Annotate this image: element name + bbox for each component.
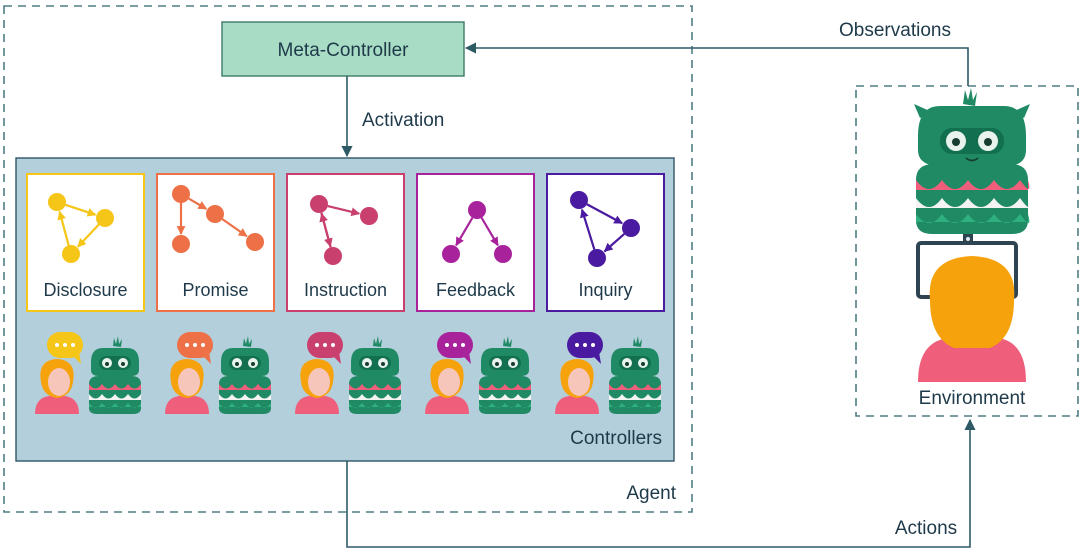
activation-label: Activation <box>362 110 444 131</box>
graph-edge <box>480 217 499 247</box>
speech-bubble-icon <box>47 332 83 364</box>
graph-icon <box>442 201 512 263</box>
graph-node <box>62 245 80 263</box>
graph-edge <box>603 233 625 253</box>
human-icon <box>35 359 79 414</box>
graph-edge <box>327 205 361 217</box>
graph-node <box>96 209 114 227</box>
speech-bubble-icon <box>177 332 213 364</box>
environment-label: Environment <box>919 388 1026 409</box>
graph-edge <box>77 223 100 248</box>
graph-node <box>468 201 486 219</box>
character-pair-promise <box>165 332 271 414</box>
meta-controller-box <box>221 21 465 77</box>
controller-card-disclosure: Disclosure <box>26 173 145 312</box>
controller-card-promise: Promise <box>156 173 275 312</box>
controller-card-label: Feedback <box>436 280 516 300</box>
graph-node <box>206 205 224 223</box>
character-pair-inquiry <box>555 332 661 414</box>
owl-robot-icon <box>349 336 401 414</box>
graph-edge <box>319 212 332 248</box>
speech-bubble-icon <box>307 332 343 364</box>
graph-node <box>324 247 342 265</box>
environment-boundary <box>855 85 1079 417</box>
graph-icon <box>48 193 114 263</box>
graph-node <box>172 235 190 253</box>
controller-card-frame <box>286 173 405 312</box>
controllers-label: Controllers <box>570 428 662 449</box>
owl-robot-icon <box>219 336 271 414</box>
controller-card-inquiry: Inquiry <box>546 173 665 312</box>
agent-boundary <box>3 5 693 513</box>
human-icon <box>425 359 469 414</box>
controller-card-feedback: Feedback <box>416 173 535 312</box>
observations-arrow <box>464 42 969 86</box>
controller-card-label: Disclosure <box>43 280 127 300</box>
character-pair-disclosure <box>35 332 141 414</box>
graph-node <box>570 191 588 209</box>
human-icon <box>165 359 209 414</box>
graph-edge <box>221 218 248 238</box>
graph-node <box>48 193 66 211</box>
human-icon <box>295 359 339 414</box>
graph-node <box>246 233 264 251</box>
graph-node <box>310 195 328 213</box>
owl-robot-icon <box>89 336 141 414</box>
character-pair-feedback <box>425 332 531 414</box>
controller-card-label: Promise <box>182 280 248 300</box>
controller-card-label: Instruction <box>304 280 387 300</box>
controller-card-frame <box>416 173 535 312</box>
owl-robot-icon <box>479 336 531 414</box>
controller-card-instruction: Instruction <box>286 173 405 312</box>
graph-node <box>360 207 378 225</box>
owl-robot-icon <box>914 88 1030 234</box>
actions-arrow <box>346 418 976 548</box>
graph-edge <box>188 197 208 210</box>
speech-bubble-icon <box>567 332 603 364</box>
actions-label: Actions <box>895 518 957 539</box>
graph-node <box>494 245 512 263</box>
controller-card-label: Inquiry <box>578 280 632 300</box>
owl-robot-icon <box>609 336 661 414</box>
graph-edge <box>57 210 70 246</box>
human-icon <box>918 256 1026 382</box>
speech-bubble-icon <box>437 332 473 364</box>
graph-icon <box>570 191 640 267</box>
graph-icon <box>172 185 264 253</box>
graph-edge <box>586 203 623 225</box>
graph-node <box>622 219 640 237</box>
graph-edge <box>455 217 474 247</box>
agent-label: Agent <box>626 483 676 504</box>
character-pair-instruction <box>295 332 401 414</box>
graph-edge <box>580 208 596 250</box>
controller-character-pairs <box>35 332 661 414</box>
controller-cards: Disclosure Promise Instruction Feedback Inqu… <box>26 173 665 312</box>
environment-scene <box>914 88 1030 382</box>
graph-node <box>442 245 460 263</box>
human-icon <box>555 359 599 414</box>
graph-node <box>588 249 606 267</box>
graph-edge <box>65 203 97 217</box>
graph-icon <box>310 195 378 265</box>
meta-controller-label: Meta-Controller <box>278 40 410 61</box>
observations-label: Observations <box>839 20 951 41</box>
controller-card-frame <box>546 173 665 312</box>
graph-node <box>172 185 190 203</box>
